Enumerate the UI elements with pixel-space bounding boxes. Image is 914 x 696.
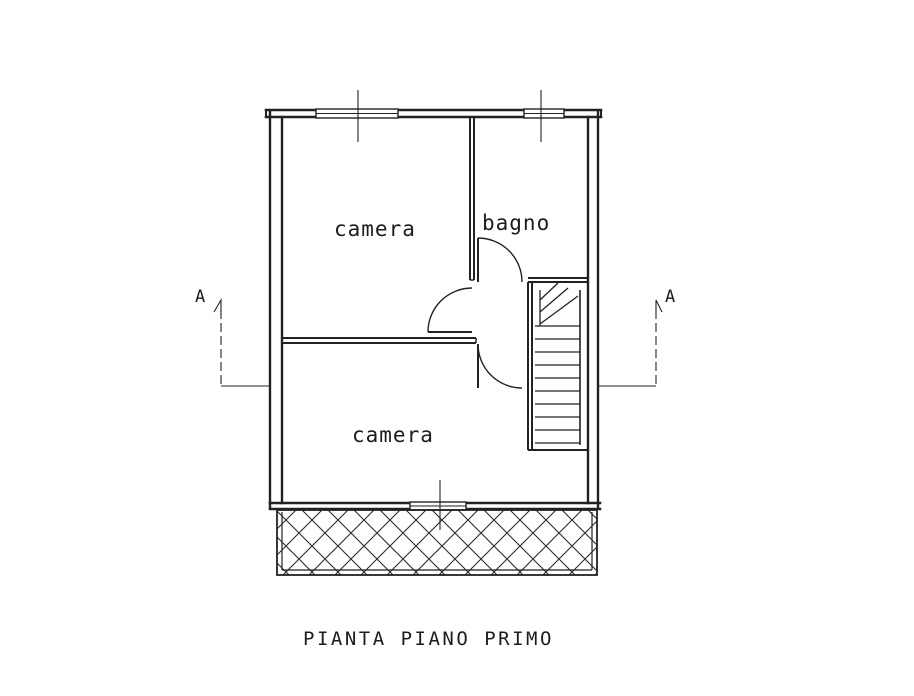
section-mark-right: A — [665, 287, 675, 307]
section-line — [213, 297, 663, 387]
balcony — [276, 509, 598, 576]
drawing-title: PIANTA PIANO PRIMO — [303, 628, 554, 650]
interior-walls — [282, 117, 588, 451]
windows — [315, 90, 565, 530]
room-label-bagno: bagno — [482, 211, 550, 235]
section-mark-left: A — [195, 287, 205, 307]
doors — [427, 237, 523, 389]
room-label-camera-top: camera — [334, 217, 416, 241]
room-label-camera-bottom: camera — [352, 423, 434, 447]
staircase — [535, 282, 581, 445]
